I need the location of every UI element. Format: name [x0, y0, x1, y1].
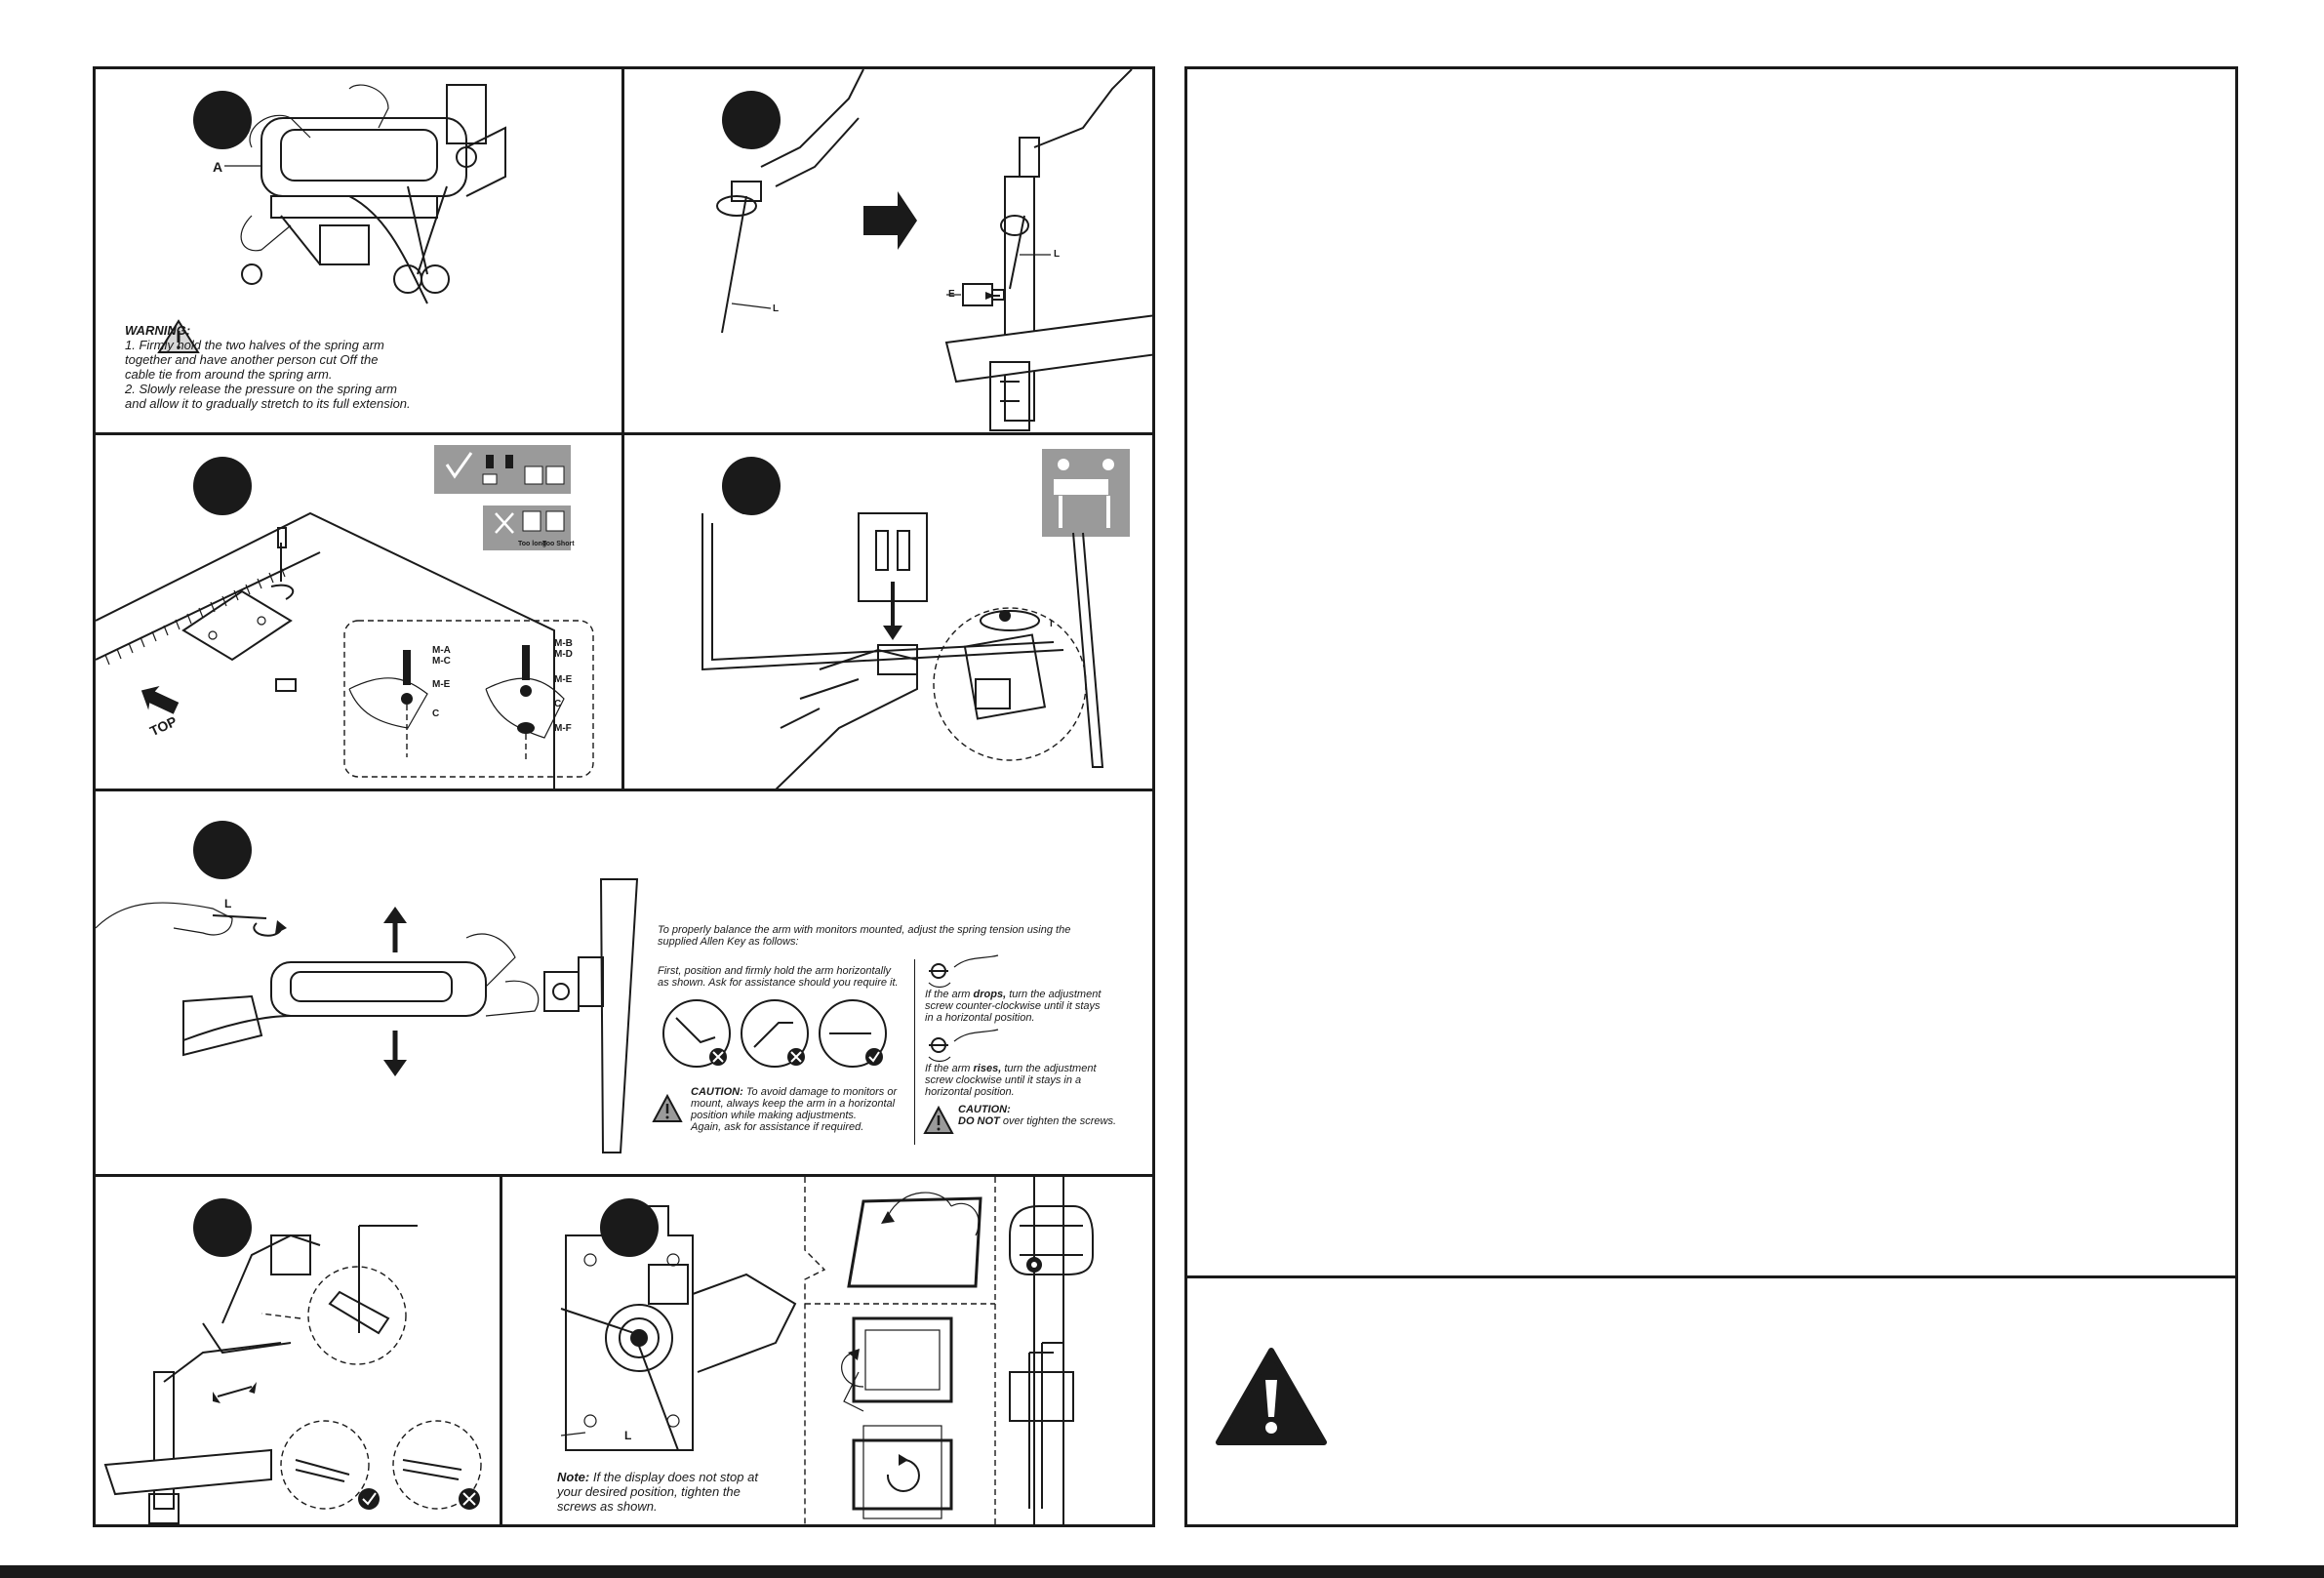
step-2-panel: L L E — [621, 66, 1155, 435]
caution-overtighten-text: DO NOT over tighten the screws. — [958, 1115, 1116, 1127]
tilt-adjust-illustration — [560, 1205, 797, 1451]
step-4-panel: I — [621, 432, 1155, 791]
caution-overtighten-title: CAUTION: — [958, 1104, 1011, 1115]
screw-label-m-b: M-B — [554, 638, 573, 649]
column-divider — [914, 959, 915, 1145]
arm-rises-line-2: screw clockwise until it stays in a — [925, 1074, 1082, 1086]
first-step-line-2: as shown. Ask for assistance should you … — [658, 977, 899, 989]
caution-triangle-icon — [652, 1093, 683, 1122]
caution-text-line-4: Again, ask for assistance if required. — [691, 1121, 864, 1133]
screw-selection-chart — [96, 445, 594, 789]
part-label-i: I — [1050, 619, 1053, 629]
arm-rises-post: turn the adjustment — [1001, 1063, 1097, 1074]
screw-label-m-c: M-C — [432, 656, 451, 667]
arm-drops-line-1: If the arm drops, turn the adjustment — [925, 989, 1101, 1000]
step-5-marker — [193, 821, 252, 879]
spring-arm-cut-illustration — [157, 84, 506, 353]
caution-text-start: To avoid damage to monitors or — [742, 1086, 898, 1098]
balance-intro-line-1: To properly balance the arm with monitor… — [658, 924, 1071, 936]
step-3-panel: Too long Too Short TOP M-A M-C M-E C M-B… — [93, 432, 624, 791]
step-2-marker — [722, 91, 781, 149]
note-label: Note: — [557, 1470, 590, 1484]
arm-rises-line-3: horizontal position. — [925, 1086, 1015, 1098]
arm-insert-illustration — [716, 69, 1152, 431]
arm-drops-pre: If the arm — [925, 989, 974, 1000]
overtighten-text: over tighten the screws. — [999, 1115, 1117, 1127]
caution-text-line-1: CAUTION: To avoid damage to monitors or — [691, 1086, 897, 1098]
warning-title: WARNING: — [125, 323, 191, 338]
screw-label-m-a: M-A — [432, 645, 451, 656]
arm-rises-keyword: rises, — [973, 1063, 1002, 1074]
step-1-panel: A WARNING: 1. Firmly hold the two halves… — [93, 66, 624, 435]
rotation-options-illustration — [804, 1177, 996, 1524]
warning-line-5: and allow it to gradually stretch to its… — [125, 396, 411, 411]
part-label-c-2: C — [554, 699, 562, 709]
part-label-l-mounted: L — [1054, 249, 1061, 260]
arm-rises-pre: If the arm — [925, 1063, 974, 1074]
allen-key-label-l: L — [624, 1429, 632, 1442]
washer-label-m-e-1: M-E — [432, 679, 451, 690]
arm-drops-line-2: screw counter-clockwise until it stays — [925, 1000, 1101, 1012]
step-5-panel: L To properly balance the arm with monit… — [93, 789, 1155, 1177]
screw-label-m-d: M-D — [554, 649, 573, 660]
right-info-panel — [1184, 66, 2238, 1278]
step-3-marker — [193, 457, 252, 515]
step-6-panel — [93, 1174, 502, 1527]
note-text-start: If the display does not stop at — [589, 1470, 758, 1484]
caution-text-line-3: position while making adjustments. — [691, 1110, 857, 1121]
caution-text-line-2: mount, always keep the arm in a horizont… — [691, 1098, 896, 1110]
arm-drops-post: turn the adjustment — [1006, 989, 1102, 1000]
warning-line-1: 1. Firmly hold the two halves of the spr… — [125, 338, 384, 352]
warning-line-2: together and have another person cut Off… — [125, 352, 379, 367]
clockwise-icon — [928, 1029, 999, 1063]
note-line-2: your desired position, tighten the — [557, 1484, 741, 1499]
caution-triangle-icon — [923, 1105, 954, 1134]
part-label-l: L — [773, 303, 780, 314]
step-7-panel: L Note: If the display does not stop at … — [500, 1174, 1155, 1527]
do-not-label: DO NOT — [958, 1115, 1000, 1127]
warning-triangle-icon — [1216, 1348, 1327, 1445]
warning-line-4: 2. Slowly release the pressure on the sp… — [125, 382, 397, 396]
arm-position-examples — [662, 999, 887, 1068]
cable-management-illustration — [103, 1225, 482, 1524]
too-short-label: Too Short — [542, 541, 575, 547]
warning-line-3: cable tie from around the spring arm. — [125, 367, 333, 382]
arm-drops-line-3: in a horizontal position. — [925, 1012, 1035, 1024]
counter-clockwise-icon — [928, 954, 999, 989]
first-step-line-1: First, position and firmly hold the arm … — [658, 965, 892, 977]
right-warning-panel — [1184, 1275, 2238, 1527]
note-line-1: Note: If the display does not stop at — [557, 1470, 758, 1484]
balance-intro-line-2: supplied Allen Key as follows: — [658, 936, 799, 948]
note-line-3: screws as shown. — [557, 1499, 658, 1514]
step-1-marker — [193, 91, 252, 149]
spacer-label-m-f: M-F — [554, 723, 572, 734]
too-long-label: Too long — [518, 541, 547, 547]
step-6-marker — [193, 1198, 252, 1257]
part-label-e: E — [948, 289, 955, 300]
allen-key-label-l: L — [224, 897, 232, 910]
mount-plate-attach-illustration — [701, 449, 1130, 789]
spring-tension-illustration — [96, 878, 639, 1153]
part-label-a: A — [213, 159, 223, 175]
washer-label-m-e-2: M-E — [554, 674, 573, 685]
bottom-edge-bar — [0, 1565, 2324, 1578]
step-4-marker — [722, 457, 781, 515]
part-label-c-1: C — [432, 708, 440, 719]
arm-drops-keyword: drops, — [973, 989, 1007, 1000]
arm-rises-line-1: If the arm rises, turn the adjustment — [925, 1063, 1097, 1074]
pole-allen-key-storage-illustration — [1009, 1177, 1094, 1524]
caution-label: CAUTION: — [691, 1086, 743, 1098]
